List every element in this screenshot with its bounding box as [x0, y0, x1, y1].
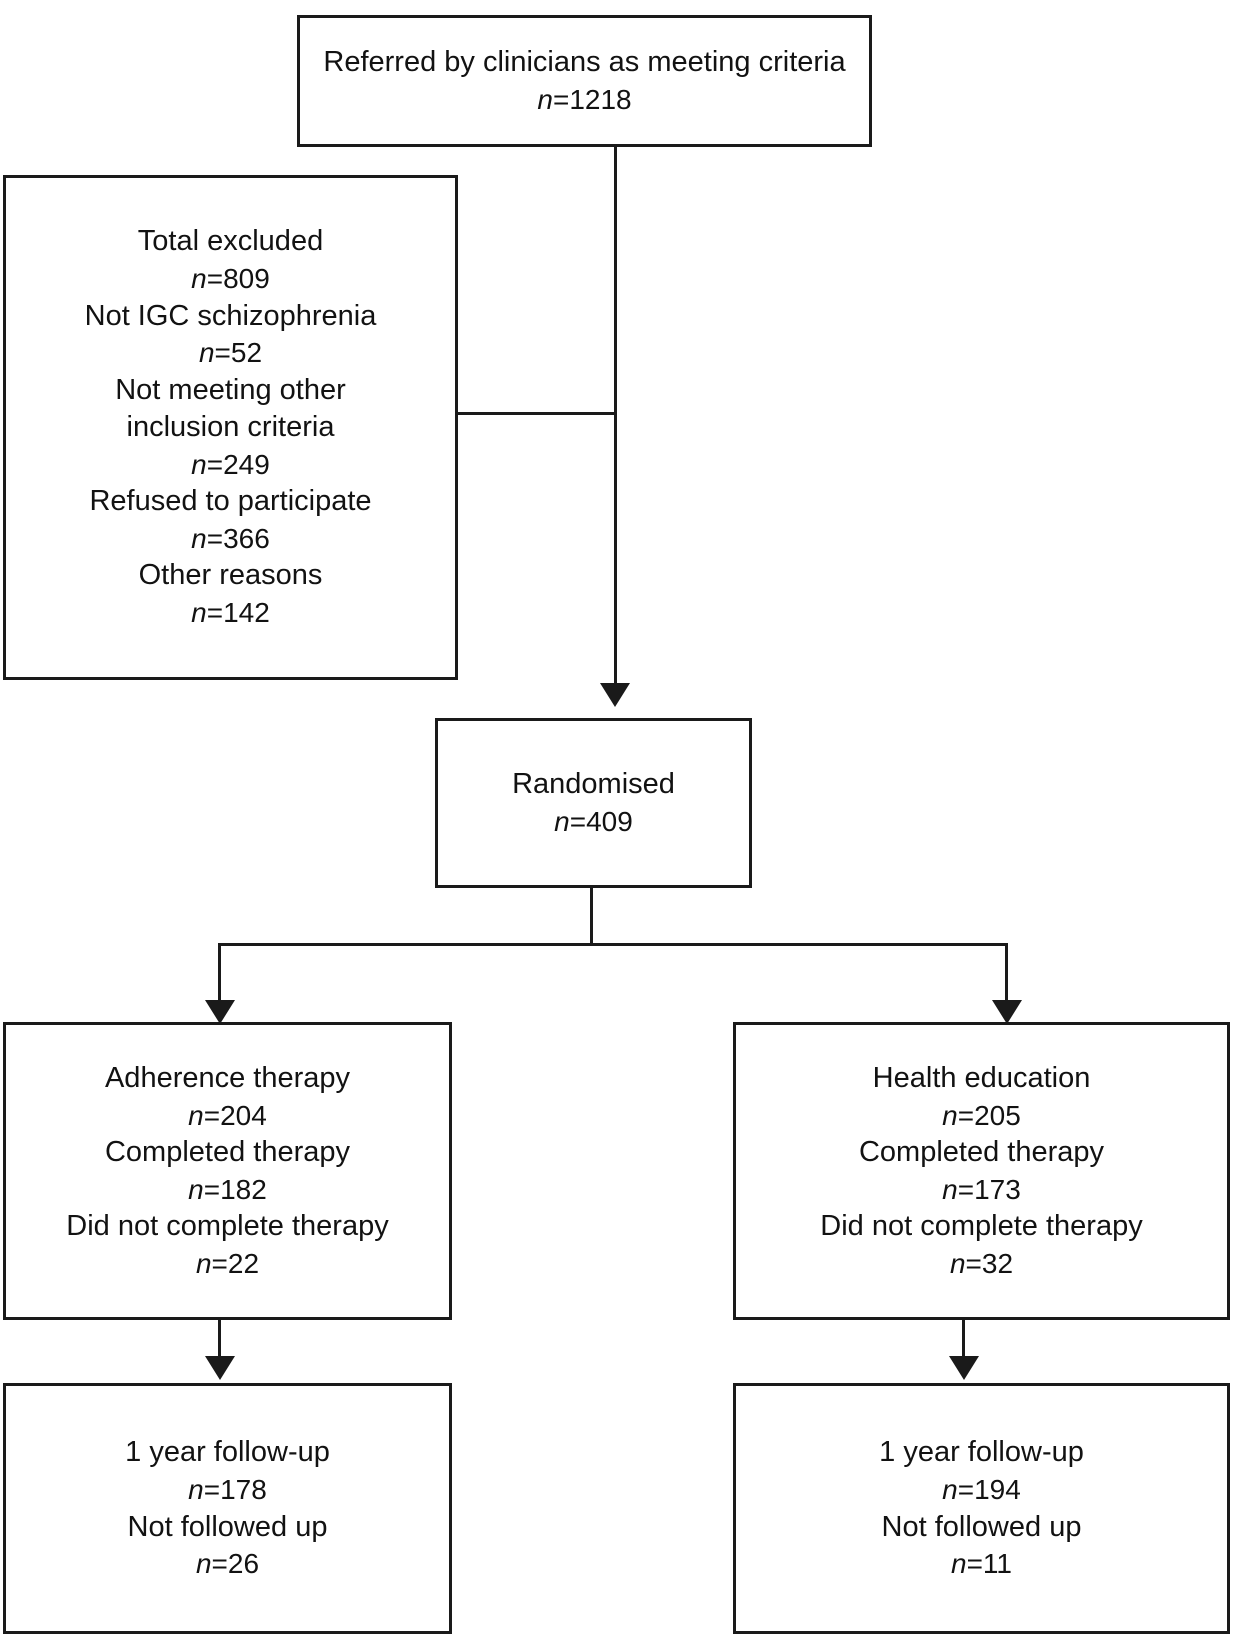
excluded-reason-2-count: n=249	[191, 448, 270, 480]
followup-right-title: 1 year follow-up	[879, 1436, 1084, 1469]
excluded-reason-1-count: n=52	[198, 337, 263, 369]
connector-trunk-to-excluded	[455, 412, 617, 415]
arm-left-incomplete: Did not complete therapy	[66, 1210, 389, 1243]
referred-count: n=1218	[537, 83, 632, 115]
connector-split-bar	[218, 943, 1008, 946]
followup-right-count: n=194	[942, 1474, 1021, 1506]
followup-left-box: 1 year follow-up n=178 Not followed up n…	[3, 1383, 452, 1634]
health-education-box: Health education n=205 Completed therapy…	[733, 1022, 1230, 1320]
connector-randomised-stem	[590, 888, 593, 946]
followup-left-notfollowed: Not followed up	[127, 1510, 328, 1543]
arm-left-incomplete-n: n=22	[195, 1247, 260, 1279]
randomised-count: n=409	[554, 805, 633, 837]
connector-split-right	[1005, 943, 1008, 1007]
arm-right-title: Health education	[872, 1061, 1091, 1094]
arm-left-title: Adherence therapy	[104, 1061, 351, 1094]
excluded-total-label: Total excluded	[137, 225, 324, 258]
followup-left-notfollowed-n: n=26	[195, 1548, 260, 1580]
arm-left-count: n=204	[188, 1099, 267, 1131]
arrowhead-into-randomised	[600, 683, 630, 707]
arm-right-incomplete: Did not complete therapy	[820, 1210, 1143, 1243]
connector-referred-to-randomised	[614, 147, 617, 687]
excluded-total-count: n=809	[191, 263, 270, 295]
arm-right-completed-n: n=173	[942, 1173, 1021, 1205]
arrowhead-into-right-followup	[949, 1356, 979, 1380]
followup-right-box: 1 year follow-up n=194 Not followed up n…	[733, 1383, 1230, 1634]
followup-left-count: n=178	[188, 1474, 267, 1506]
excluded-reason-3-count: n=366	[191, 523, 270, 555]
randomised-box: Randomised n=409	[435, 718, 752, 888]
excluded-reason-4-label: Other reasons	[138, 559, 323, 592]
followup-right-notfollowed-n: n=11	[951, 1548, 1012, 1580]
excluded-reason-2-label-a: Not meeting other	[115, 373, 346, 406]
excluded-reason-2-label-b: inclusion criteria	[126, 411, 335, 444]
randomised-label: Randomised	[512, 767, 675, 800]
referred-box: Referred by clinicians as meeting criter…	[297, 15, 872, 147]
followup-left-title: 1 year follow-up	[125, 1436, 330, 1469]
arm-right-incomplete-n: n=32	[949, 1247, 1014, 1279]
arrowhead-into-left-followup	[205, 1356, 235, 1380]
arm-left-completed: Completed therapy	[104, 1135, 351, 1168]
connector-right-arm-to-followup	[962, 1320, 965, 1360]
connector-split-left	[218, 943, 221, 1007]
excluded-reason-3-label: Refused to participate	[89, 485, 372, 518]
arm-right-count: n=205	[942, 1099, 1021, 1131]
followup-right-notfollowed: Not followed up	[881, 1510, 1082, 1543]
adherence-therapy-box: Adherence therapy n=204 Completed therap…	[3, 1022, 452, 1320]
arm-right-completed: Completed therapy	[858, 1135, 1105, 1168]
referred-label: Referred by clinicians as meeting criter…	[323, 45, 846, 78]
arrowhead-into-right-arm	[992, 1000, 1022, 1024]
excluded-reason-4-count: n=142	[191, 597, 270, 629]
arrowhead-into-left-arm	[205, 1000, 235, 1024]
excluded-reason-1-label: Not IGC schizophrenia	[84, 299, 377, 332]
excluded-box: Total excluded n=809 Not IGC schizophren…	[3, 175, 458, 680]
arm-left-completed-n: n=182	[188, 1173, 267, 1205]
connector-left-arm-to-followup	[218, 1320, 221, 1360]
